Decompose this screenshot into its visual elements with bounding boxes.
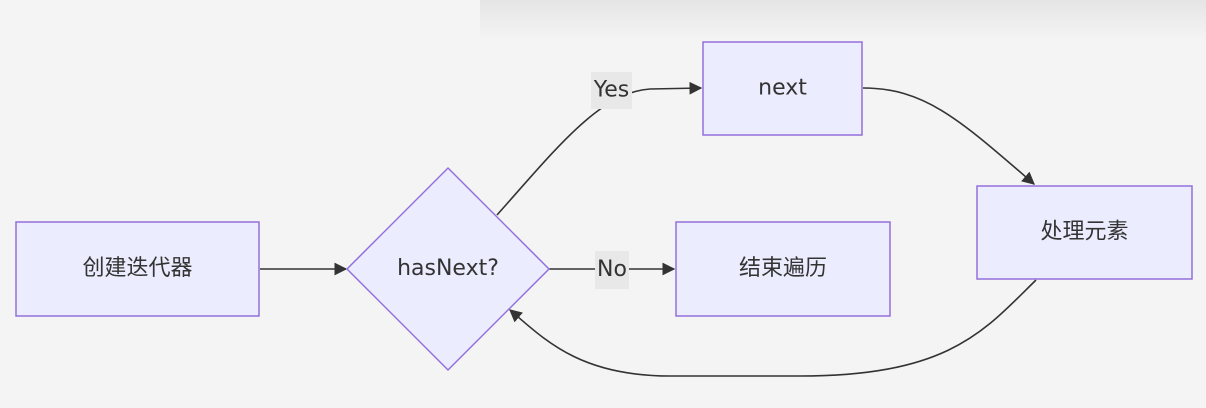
node-next-box	[702, 41, 863, 136]
node-create-iterator: 创建迭代器	[15, 221, 260, 317]
edge-label-no-bg	[595, 251, 629, 289]
edge-next-to-process	[862, 87, 1035, 185]
node-create-iterator-box	[15, 221, 260, 317]
node-has-next-label: hasNext?	[397, 256, 499, 281]
node-process-element-box	[976, 185, 1193, 280]
edge-label-no-text: No	[597, 257, 627, 282]
node-has-next-diamond	[345, 166, 551, 372]
edge-label-no: No	[595, 251, 629, 289]
edge-label-yes-bg	[591, 72, 632, 109]
node-next: next	[702, 41, 863, 136]
node-create-iterator-label: 创建迭代器	[82, 256, 192, 281]
node-process-element-label: 处理元素	[1040, 220, 1128, 245]
node-process-element: 处理元素	[976, 185, 1193, 280]
node-next-label: next	[758, 76, 807, 101]
node-end-traversal: 结束遍历	[675, 221, 891, 317]
edge-label-yes: Yes	[591, 72, 632, 109]
node-has-next: hasNext?	[345, 166, 551, 372]
edge-check-to-next	[496, 81, 703, 216]
node-end-traversal-box	[675, 221, 891, 317]
edge-process-to-check	[509, 279, 1037, 377]
edge-label-yes-text: Yes	[593, 78, 630, 103]
node-end-traversal-label: 结束遍历	[739, 256, 827, 281]
